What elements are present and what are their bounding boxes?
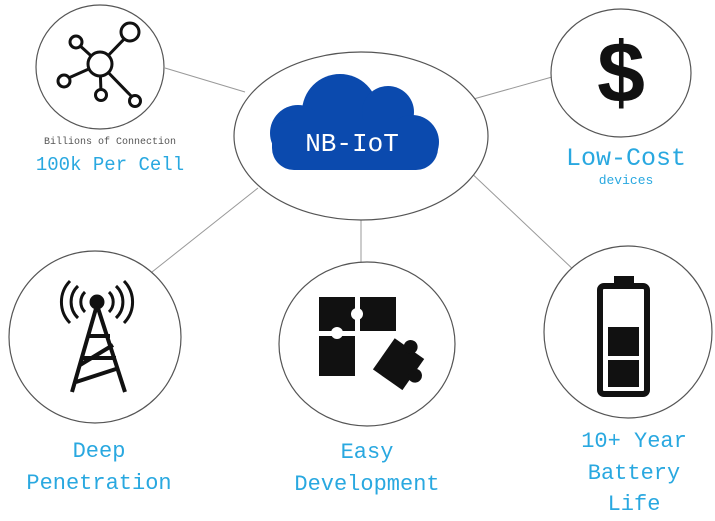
battery-icon	[597, 276, 650, 397]
cost-caption: devices	[599, 173, 654, 188]
center-label: NB-IoT	[305, 129, 399, 159]
network-nodes-icon	[56, 21, 142, 108]
development-title-line: Easy	[341, 440, 394, 465]
penetration-title-line: Deep	[73, 439, 126, 464]
node-circle-development	[278, 261, 456, 427]
node-circle-cost	[550, 8, 692, 138]
connectors	[151, 67, 578, 274]
dollar-icon: $	[597, 25, 645, 121]
cloud-icon	[270, 74, 439, 170]
cost-title: Low-Cost	[566, 144, 686, 173]
connector-connection	[164, 67, 246, 93]
battery-title-line: 10+ Year	[581, 429, 687, 454]
signal-tower-icon	[59, 279, 135, 393]
connector-cost	[469, 76, 553, 101]
battery-title-line: Life	[608, 492, 661, 517]
connection-title: 100k Per Cell	[36, 154, 184, 176]
connection-caption: Billions of Connection	[44, 136, 176, 148]
connector-battery	[465, 167, 578, 274]
development-title-line: Development	[294, 472, 439, 497]
battery-title-line: Battery	[588, 461, 680, 486]
puzzle-icon	[319, 297, 425, 391]
connector-penetration	[151, 187, 259, 273]
penetration-title-line: Penetration	[26, 471, 171, 496]
